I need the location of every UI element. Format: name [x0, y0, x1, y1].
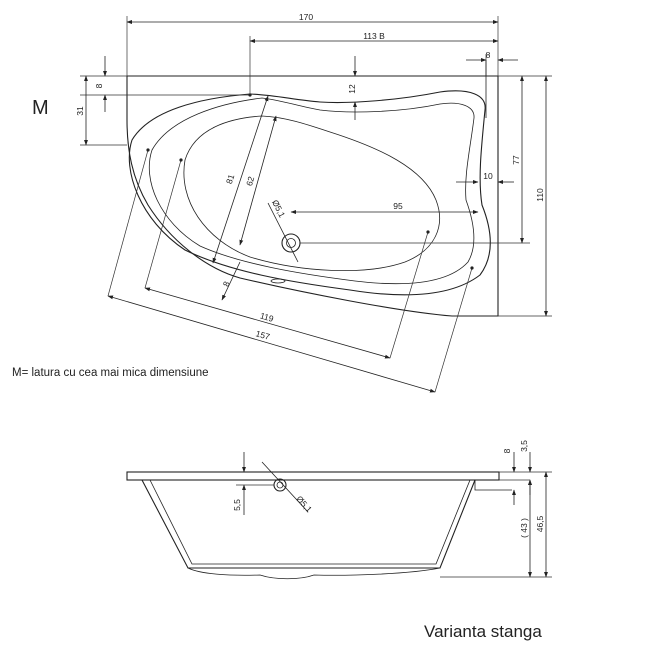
ref-dot: [426, 230, 430, 234]
dim-edge-right-label: 8: [486, 50, 491, 60]
overflow-slot: [270, 278, 286, 284]
dim-inner-depth-label: ( 43 ): [519, 518, 529, 538]
dim-left-top-label: 8: [94, 83, 104, 88]
dim-right-wall-label: 10: [483, 171, 493, 181]
tub-inner-rim: [148, 97, 475, 285]
dim-drain-reach-label: 113 B: [363, 31, 385, 41]
ref-dot: [179, 158, 183, 162]
note-text: M= latura cu cea mai mica dimensiune: [12, 367, 209, 379]
tub-deck-outline: [126, 75, 499, 317]
tub-basin: [183, 115, 440, 271]
dim-rim-top-label: 12: [347, 84, 357, 94]
ref-dot: [470, 266, 474, 270]
dim-side-rim-top-label: 3,5: [519, 440, 529, 452]
dim-total-height-label: 46,5: [535, 515, 545, 532]
dim-drain-offset-label: 95: [393, 201, 403, 211]
dim-diagonal-157-label: 157: [255, 328, 272, 342]
overflow-outer: [273, 478, 287, 492]
tub-rim-slab: [126, 471, 500, 481]
dim-right-height-label: 77: [511, 155, 521, 165]
side-label-m: M: [32, 97, 49, 119]
ref-dot: [248, 93, 252, 97]
tub-feet: [187, 567, 441, 580]
overflow-inner: [276, 481, 284, 489]
drain-inner: [286, 238, 296, 248]
side-view: 5,5 Ø5,1 8 3,5 ( 43 ) 46,5: [126, 440, 552, 580]
dim-overflow-diameter-label: Ø5,1: [294, 494, 314, 515]
dim-inner-119-label: 119: [259, 310, 275, 323]
dim-drain-diameter-label: Ø5,1: [270, 198, 287, 219]
top-view: 170 113 B 8 12 8 31 M 77 110: [32, 12, 552, 393]
caption-text: Varianta stanga: [424, 622, 542, 641]
ref-dot: [146, 148, 150, 152]
dim-side-rim-label: 8: [502, 448, 512, 453]
tub-right-lip: [474, 480, 512, 491]
tub-body-inner: [149, 479, 471, 565]
dim-width-label: 110: [535, 188, 545, 202]
dim-inner-81-label: 81: [224, 173, 237, 185]
dim-inner-62-label: 62: [244, 175, 256, 187]
dim-inner-8-label: 8: [221, 280, 232, 288]
dim-overflow-height-label: 5,5: [232, 499, 242, 511]
tub-outer-rim: [128, 90, 491, 296]
dim-length-label: 170: [299, 12, 313, 22]
dim-left-side-label: 31: [75, 106, 85, 116]
tub-body-profile: [141, 479, 476, 569]
